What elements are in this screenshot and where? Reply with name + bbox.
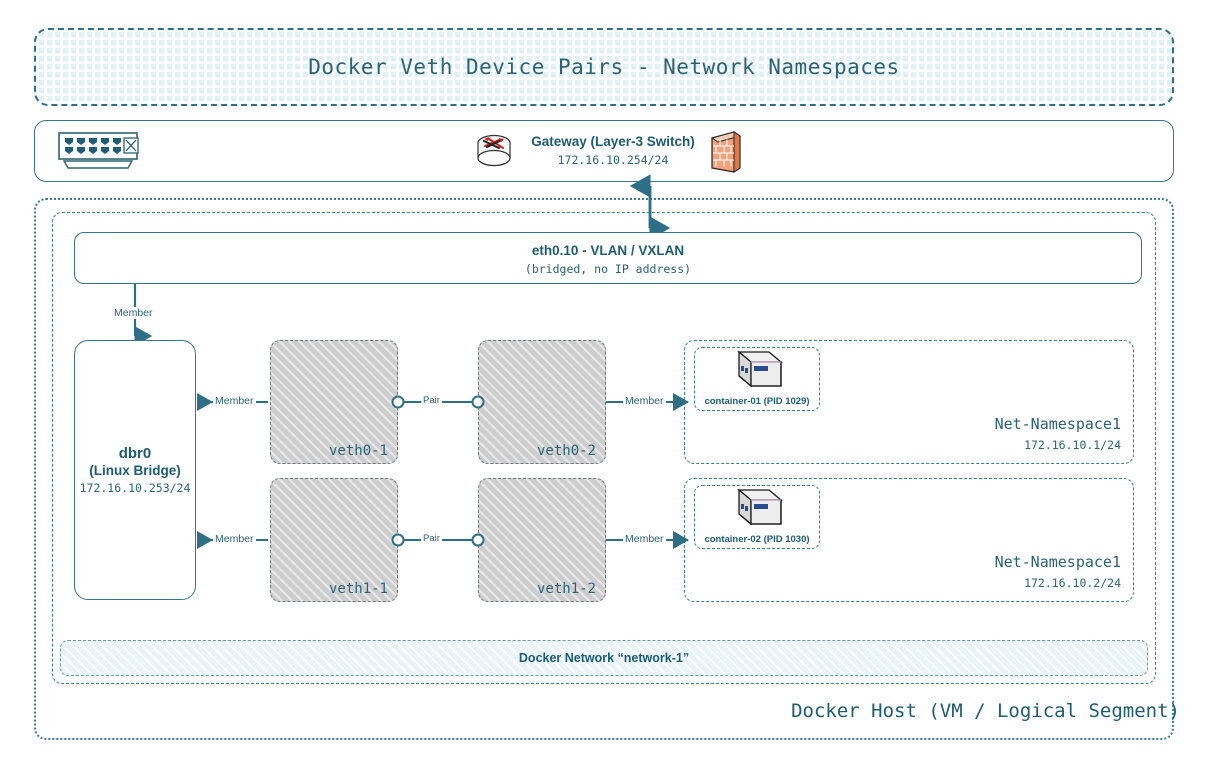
edge-label-veth0-pair: Pair (421, 395, 442, 406)
uplink-bar (34, 120, 1174, 182)
gateway-title: Gateway (Layer-3 Switch) (531, 134, 695, 149)
host-inner-boundary (52, 212, 1156, 684)
dbr0-ip: 172.16.10.253/24 (79, 481, 191, 495)
edge-label-bridge-uplink: Member (112, 307, 155, 319)
dbr0-kind: (Linux Bridge) (89, 463, 181, 478)
net-namespace-2-ip: 172.16.10.2/24 (1024, 576, 1121, 590)
server-box-icon (737, 488, 783, 526)
page-title: Docker Veth Device Pairs - Network Names… (308, 55, 900, 79)
firewall-icon (710, 131, 742, 173)
edge-label-veth1-pair: Pair (421, 533, 442, 544)
eth0-10-title: eth0.10 - VLAN / VXLAN (531, 243, 685, 258)
container-02-box: container-02 (PID 1030) (694, 485, 820, 549)
veth0-1-label: veth0-1 (328, 443, 388, 459)
router-icon (477, 134, 511, 167)
server-box-icon (737, 350, 783, 388)
docker-host-label: Docker Host (VM / Logical Segment) (791, 700, 1180, 722)
net-namespace-1-ip: 172.16.10.1/24 (1024, 438, 1121, 452)
container-01-label: container-01 (PID 1029) (704, 396, 810, 407)
dbr0-bridge-box: dbr0 (Linux Bridge) 172.16.10.253/24 (74, 340, 196, 600)
veth0-2-label: veth0-2 (536, 443, 596, 459)
eth0-10-subtitle: (bridged, no IP address) (524, 262, 692, 276)
dbr0-name: dbr0 (118, 445, 152, 462)
edge-label-veth1-bridge: Member (213, 533, 256, 545)
docker-network-band: Docker Network “network-1” (60, 640, 1148, 676)
veth1-2-box: veth1-2 (478, 478, 606, 602)
container-02-label: container-02 (PID 1030) (704, 534, 810, 545)
title-banner: Docker Veth Device Pairs - Network Names… (34, 28, 1174, 106)
veth1-2-label: veth1-2 (536, 581, 596, 597)
veth0-1-box: veth0-1 (270, 340, 398, 464)
veth1-1-label: veth1-1 (328, 581, 388, 597)
veth1-1-box: veth1-1 (270, 478, 398, 602)
eth0-10-box (74, 232, 1142, 284)
edge-label-veth0-bridge: Member (213, 395, 256, 407)
container-01-box: container-01 (PID 1029) (694, 347, 820, 411)
docker-network-label: Docker Network “network-1” (518, 651, 690, 665)
net-namespace-1-box: container-01 (PID 1029) Net-Namespace1 1… (684, 340, 1134, 464)
net-namespace-2-box: container-02 (PID 1030) Net-Namespace1 1… (684, 478, 1134, 602)
network-switch-icon (58, 132, 139, 169)
net-namespace-2-name: Net-Namespace1 (994, 553, 1121, 571)
edge-label-veth0-ns: Member (623, 395, 666, 407)
veth0-2-box: veth0-2 (478, 340, 606, 464)
gateway-ip: 172.16.10.254/24 (557, 153, 669, 167)
net-namespace-1-name: Net-Namespace1 (994, 415, 1121, 433)
edge-label-veth1-ns: Member (623, 533, 666, 545)
